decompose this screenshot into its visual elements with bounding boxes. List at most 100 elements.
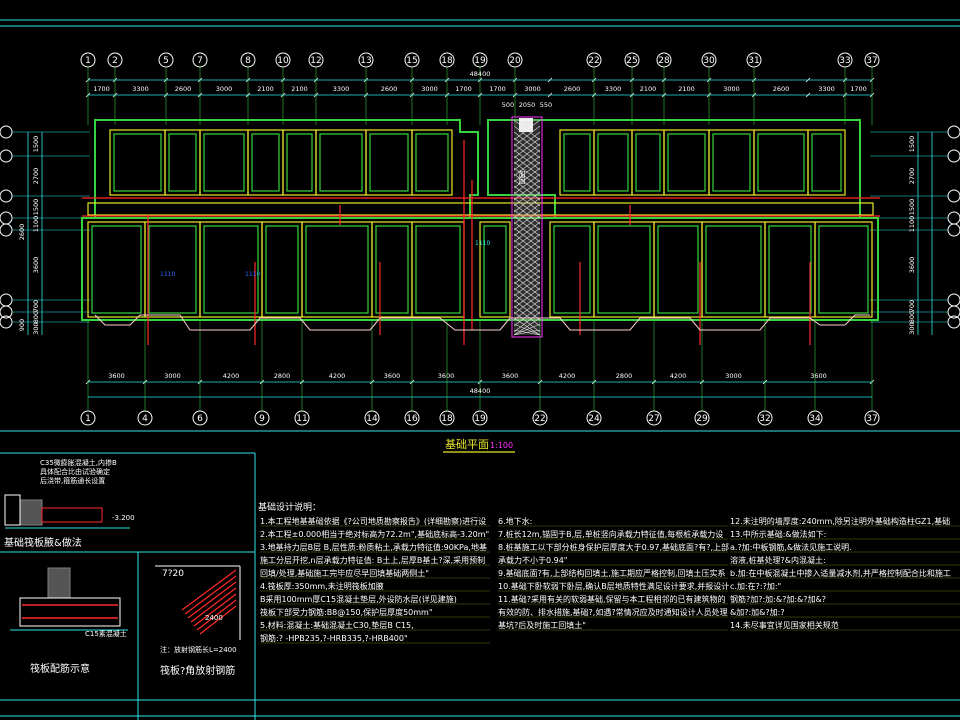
axis-label-bottom: 11	[296, 414, 307, 424]
raft-outline	[81, 119, 879, 321]
detail1-elev: -3.200	[112, 514, 135, 522]
axis-bubble-top-37: 37	[864, 52, 880, 68]
axis-label-bottom: 18	[441, 414, 453, 424]
axis-bubble-top-1: 1	[80, 52, 96, 68]
axis-bubble-top-8: 8	[240, 52, 256, 68]
dim-top: 2600	[381, 85, 398, 93]
axis-bubble-left-E	[0, 223, 90, 237]
axis-bubbles-right	[870, 125, 960, 329]
dim-bottom: 4200	[329, 372, 346, 380]
axis-bubble-top-33: 33	[837, 52, 853, 68]
axis-label-bottom: 32	[759, 414, 770, 424]
axis-bubble-bottom-29: 29	[694, 410, 710, 426]
axis-bubble-right-C	[870, 189, 960, 203]
dim-left: 1100	[32, 216, 40, 233]
axis-bubble-bottom-4: 4	[137, 410, 153, 426]
notes-col1-line-5: 回填/处理,基础施工完毕应尽早回填基础两侧土"	[260, 568, 429, 578]
notes-col3-line-1: 12.未注明的墙厚度:240mm,除另注明外基础构造柱GZ1,基础	[730, 516, 950, 526]
notes-col1-line-7: B采用100mm厚C15混凝土垫层,外设防水层(详见建施)	[260, 594, 457, 604]
dim-left-total: 900	[18, 319, 26, 331]
axis-label-top: 20	[509, 56, 521, 66]
dim-top: 1700	[850, 85, 867, 93]
dim-top: 1700	[489, 85, 506, 93]
axis-label-bottom: 27	[648, 414, 659, 424]
dim-right: 2700	[908, 168, 916, 185]
axis-label-bottom: 1	[85, 414, 91, 424]
axis-label-bottom: 34	[809, 414, 821, 424]
notes-col2-line-8: 有效的防、排水措施,基础?,如遇?常情况应及时通知设计人员处理	[498, 607, 728, 617]
axis-label-top: 37	[866, 56, 877, 66]
detail1-title: 基础筏板腋&做法	[4, 536, 82, 549]
svg-text:1110: 1110	[160, 271, 175, 278]
axis-bubble-left-H	[0, 315, 90, 329]
svg-text:1110: 1110	[245, 271, 260, 278]
axis-bubble-bottom-6: 6	[192, 410, 208, 426]
axis-bubble-right-B	[870, 149, 960, 163]
axis-label-bottom: 14	[366, 414, 378, 424]
axis-bubble-right-E	[870, 223, 960, 237]
axis-bubble-top-18: 18	[439, 52, 455, 68]
detail2-title: 筏板配筋示意	[30, 662, 90, 675]
axis-bubble-bottom-37: 37	[864, 410, 880, 426]
axis-bubble-top-19: 19	[472, 52, 488, 68]
dim-top: 1700	[93, 85, 110, 93]
notes-col2-line-4: 承载力不小于0.94"	[498, 555, 568, 565]
axis-label-top: 25	[626, 56, 637, 66]
red-reference-lines	[82, 140, 880, 345]
axis-bubble-top-7: 7	[192, 52, 208, 68]
plan-scale: 1:100	[490, 441, 513, 450]
notes-col1-line-1: 1.本工程地基基础依据《?公司地质勘察报告》(详细勘察)进行设	[260, 516, 486, 526]
notes-col3-line-8: &加?:加&?加:?	[730, 607, 785, 617]
notes-col2-line-5: 9.基础底面?有,上部结构回填土,施工期应严格控制,回填土压实系	[498, 568, 726, 578]
axis-bubble-bottom-24: 24	[586, 410, 602, 426]
detail1-note-2: 具体配合比由试验确定	[40, 467, 110, 476]
detail3-dim: 2400	[205, 614, 223, 622]
axis-bubble-bottom-16: 16	[404, 410, 420, 426]
dim-bottom: 3600	[108, 372, 125, 380]
axis-bubble-bottom-14: 14	[364, 410, 380, 426]
axis-bubble-top-13: 13	[358, 52, 374, 68]
raft-edge-detail	[94, 314, 870, 331]
axis-bubble-bottom-32: 32	[757, 410, 773, 426]
axis-bubble-top-22: 22	[586, 52, 602, 68]
dim-top: 1700	[455, 85, 472, 93]
notes-col1-line-2: 2.本工程±0.000相当于绝对标高为72.2m",基础底标高-3.20m"	[260, 529, 489, 539]
dim-bottom: 4200	[670, 372, 687, 380]
axis-bubble-right-G	[870, 305, 960, 319]
foundation-beams	[87, 129, 874, 318]
axis-label-top: 15	[406, 56, 417, 66]
stair-label: 加固	[518, 169, 526, 185]
dim-bottom: 3600	[810, 372, 827, 380]
notes-col3-line-9: 14.未尽事宜详见国家相关规范	[730, 620, 839, 630]
dim-bottom: 2800	[616, 372, 633, 380]
detail2-note: C15素混凝土	[85, 629, 127, 638]
axis-bubble-bottom-34: 34	[807, 410, 823, 426]
axis-bubble-bottom-11: 11	[294, 410, 310, 426]
axis-bubble-bottom-22: 22	[532, 410, 548, 426]
axis-bubbles-left	[0, 125, 90, 329]
axis-bubble-left-B	[0, 149, 90, 163]
dim-bottom: 3600	[384, 372, 401, 380]
dim-top: 2100	[640, 85, 657, 93]
notes-col2-line-2: 7.桩长12m,锚固于B,层,单桩竖向承载力特征值,每根桩承载力设	[498, 529, 723, 539]
dim-bottom: 3000	[725, 372, 742, 380]
dim-top: 3300	[818, 85, 835, 93]
axis-bubble-top-28: 28	[656, 52, 672, 68]
dim-bottom: 3000	[164, 372, 181, 380]
svg-text:1110: 1110	[475, 240, 490, 247]
dim-top: 3300	[605, 85, 622, 93]
stair-shaft: 加固	[511, 116, 543, 338]
total-dim-bottom: 48400	[470, 387, 491, 395]
axis-bubble-top-5: 5	[158, 52, 174, 68]
axis-label-top: 33	[839, 56, 850, 66]
dim-left: 1500	[32, 136, 40, 153]
stair-dim-3: 550	[540, 101, 552, 109]
axis-bubble-left-A	[0, 125, 90, 139]
stair-dims: 500 2050 550	[502, 101, 552, 109]
dim-left: 800	[32, 311, 40, 323]
notes-col1-line-9: 5.材料:混凝土:基础混凝土C30,垫层B C15,	[260, 620, 414, 630]
dim-left-total: 2600	[18, 224, 26, 241]
axis-bubble-left-C	[0, 189, 90, 203]
